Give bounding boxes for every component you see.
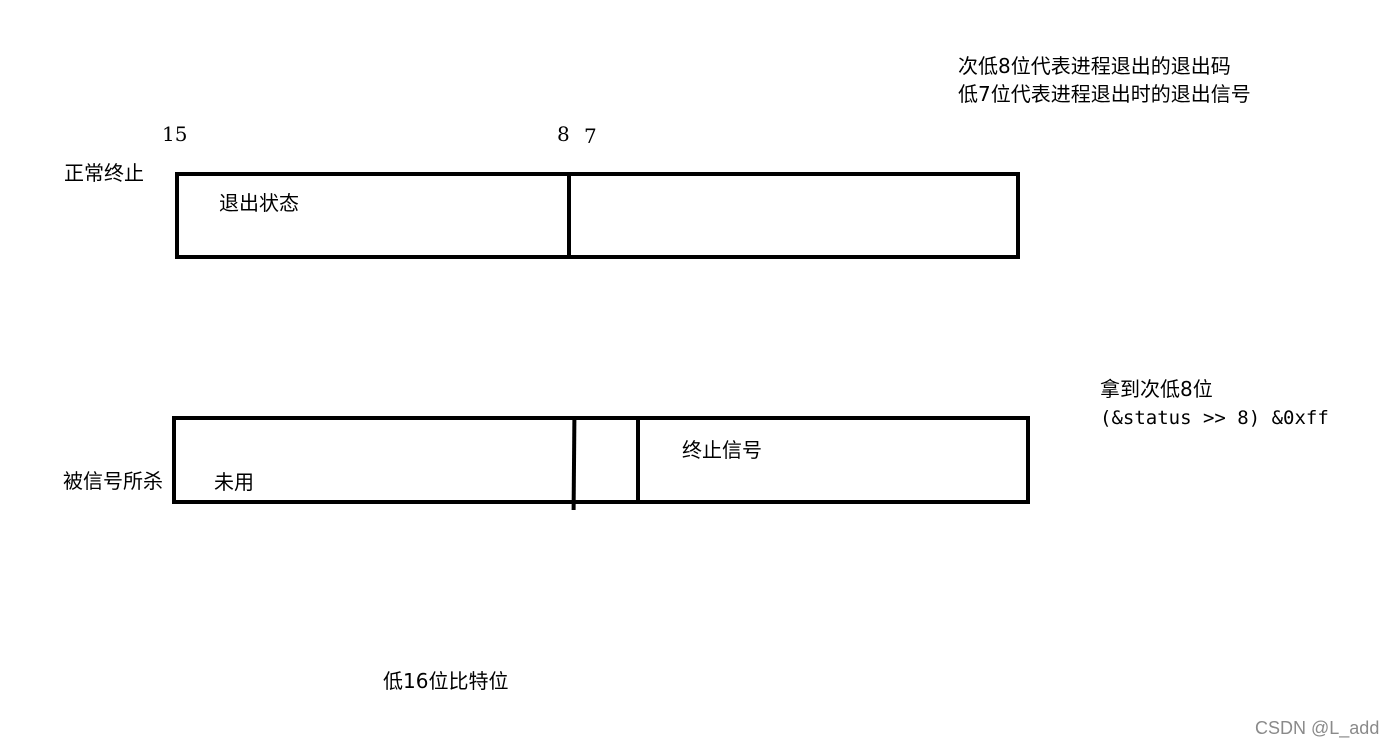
term-signal-field: 终止信号 [682,438,762,462]
killed-divider-bit7 [636,418,640,504]
note-exit-code: 次低8位代表进程退出的退出码 [958,54,1231,78]
normal-exit-divider [567,174,571,259]
bit-label-15: 15 [162,122,188,146]
unused-field: 未用 [214,470,254,494]
extract-hint-code: (&status >> 8) &0xff [1100,407,1329,429]
normal-exit-label: 正常终止 [64,161,144,185]
exit-status-field: 退出状态 [219,191,299,215]
killed-status-box: 未用 终止信号 [172,416,1030,511]
bit-label-7: 7 [584,124,597,148]
caption-low-16-bits: 低16位比特位 [383,669,509,693]
note-exit-signal: 低7位代表进程退出时的退出信号 [958,82,1251,106]
extract-hint-title: 拿到次低8位 [1100,377,1213,401]
bit-label-8: 8 [557,122,570,146]
killed-divider-bit8 [571,417,577,511]
watermark: CSDN @L_add [1255,718,1380,738]
normal-exit-status-box: 退出状态 [175,172,1020,259]
killed-by-signal-label: 被信号所杀 [63,469,163,493]
